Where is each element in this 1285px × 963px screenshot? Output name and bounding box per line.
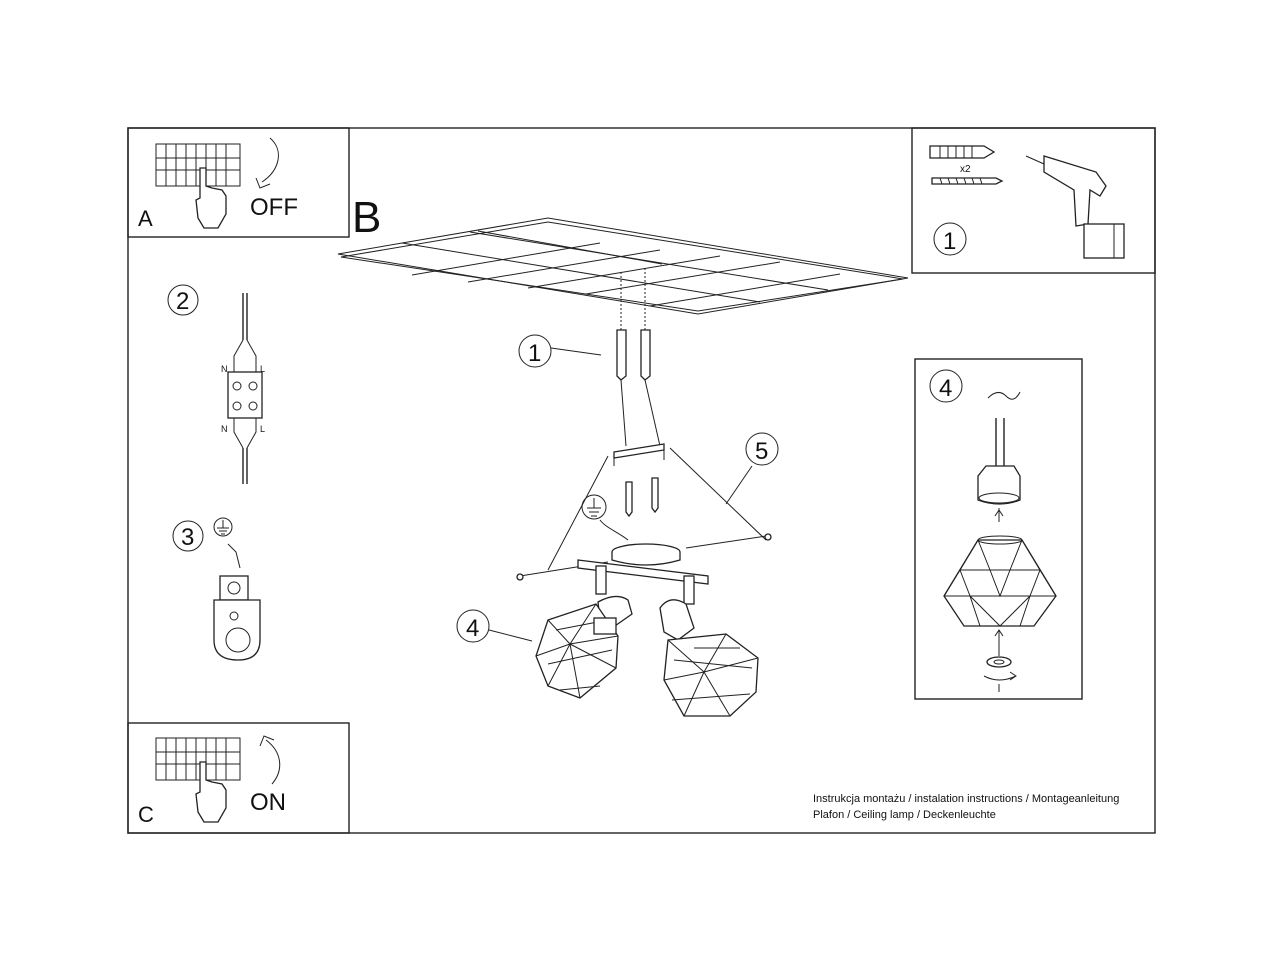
panel-tools: x2 1 (911, 127, 1156, 274)
panel-letter: B (352, 193, 381, 242)
callout-circle (745, 432, 779, 466)
panel-letter: C (138, 802, 154, 827)
callout-shade: 4 (466, 615, 479, 642)
screw-head (516, 573, 524, 581)
callout-anchor: 1 (528, 340, 541, 367)
lamp-bar (577, 559, 709, 605)
terminal-block-icon (227, 293, 263, 484)
callout-circle (518, 334, 552, 368)
step-circle (167, 284, 199, 316)
footer-product: Plafon / Ceiling lamp / Deckenleuchte (813, 809, 996, 821)
panel-shade-assembly: 4 (914, 358, 1083, 700)
ceiling-grid-icon (337, 217, 909, 315)
cage-shade (943, 535, 1057, 627)
wall-plug-icon (929, 145, 996, 159)
off-label: OFF (250, 194, 298, 221)
callout-circle (456, 609, 490, 643)
step-number: 1 (943, 228, 956, 255)
step-number: 4 (939, 375, 952, 402)
live-label-top: L (260, 364, 265, 374)
panel-power-on: C ON (127, 722, 350, 834)
curved-arrow-down-icon (255, 137, 279, 189)
ground-terminal-icon (213, 575, 261, 661)
footer-instructions: Instrukcja montażu / instalation instruc… (813, 793, 1119, 805)
rotate-arrow-icon (983, 671, 1017, 681)
mounting-bracket (613, 443, 665, 466)
breaker-box-icon (155, 143, 241, 187)
breaker-box-icon (155, 737, 241, 781)
callout-bracket: 5 (755, 438, 768, 465)
step-number: 2 (176, 288, 189, 315)
screw-icon (931, 177, 1004, 185)
screw-right (651, 477, 659, 514)
screw-left (625, 481, 633, 518)
wave-icon (987, 391, 1021, 400)
wall-anchor-right (640, 268, 651, 381)
panel-wiring: 2 N L N L (167, 284, 265, 484)
drill-icon (1025, 155, 1125, 259)
main-assembly: B 1 (337, 193, 909, 717)
step-number: 3 (181, 524, 194, 551)
ground-symbol-icon (213, 517, 233, 537)
neutral-label-top: N (221, 364, 228, 374)
socket (977, 465, 1021, 505)
outer-frame (127, 127, 1156, 834)
cable (995, 418, 1005, 466)
ground-symbol-icon (581, 494, 607, 520)
lamp-head-right (659, 599, 759, 717)
screw-head (764, 533, 772, 541)
curved-arrow-up-icon (259, 735, 281, 785)
wall-anchor-left (616, 272, 627, 381)
neutral-label-bottom: N (221, 424, 228, 434)
hand-icon (195, 167, 227, 229)
panel-power-off: A OFF (127, 127, 350, 238)
step-circle (933, 222, 967, 256)
panel-letter: A (138, 206, 153, 231)
on-label: ON (250, 789, 286, 816)
hand-icon (195, 761, 227, 823)
lamp-head-left (535, 595, 633, 699)
canopy (611, 543, 681, 566)
ring-nut (986, 656, 1012, 668)
panel-ground: 3 (172, 517, 261, 661)
quantity-label: x2 (960, 164, 971, 175)
step-circle (172, 520, 204, 552)
step-circle (929, 369, 963, 403)
live-label-bottom: L (260, 424, 265, 434)
